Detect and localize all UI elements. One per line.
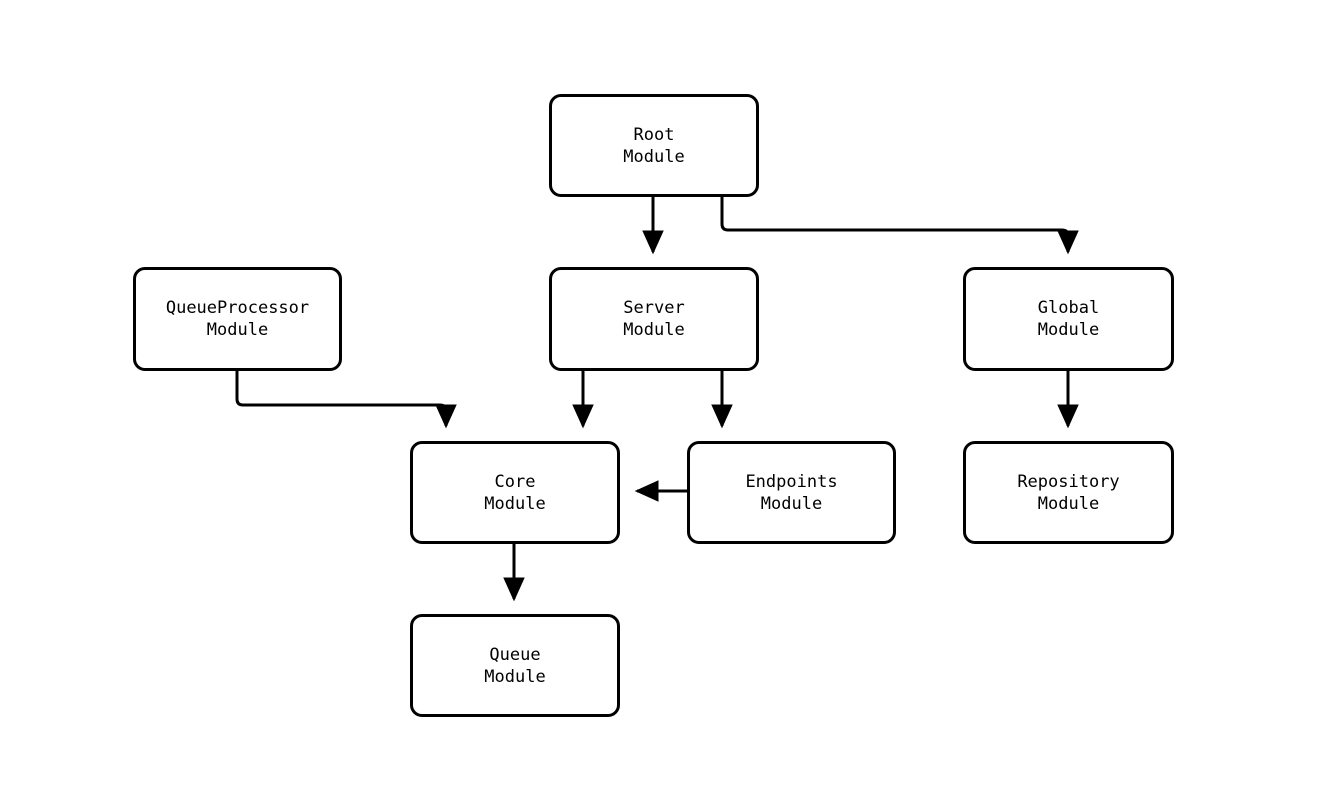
queueprocessor-module-label-line2: Module	[206, 320, 269, 340]
root-module-label-line2: Module	[623, 146, 685, 167]
queue-module-label-line1: Queue	[489, 644, 541, 665]
endpoints-module-node[interactable]: Endpoints Module	[687, 441, 896, 544]
global-module-label-line1: Global	[1037, 298, 1100, 318]
edge-queueprocessor-to-core	[235, 371, 457, 429]
queue-module-label-line2: Module	[484, 666, 546, 687]
repository-module-label-line2: Module	[1037, 493, 1100, 514]
core-module-node[interactable]: Core Module	[410, 441, 620, 544]
server-module-label-line2: Module	[623, 320, 685, 340]
root-module-node[interactable]: Root Module	[549, 94, 759, 197]
server-module-node[interactable]: Server Module	[549, 267, 759, 371]
endpoints-module-label-line2: Module	[760, 493, 823, 514]
server-module-label-line1: Server	[623, 298, 685, 318]
queueprocessor-module-node[interactable]: QueueProcessor Module	[133, 267, 342, 371]
global-module-label-line2: Module	[1037, 320, 1100, 340]
core-module-label-line1: Core	[494, 471, 536, 492]
queue-module-node[interactable]: Queue Module	[410, 614, 620, 717]
endpoints-module-label-line1: Endpoints	[745, 471, 838, 492]
edge-root-to-global	[720, 196, 1079, 255]
repository-module-label-line1: Repository	[1017, 471, 1120, 492]
queueprocessor-module-label-line1: QueueProcessor	[165, 298, 310, 318]
global-module-node[interactable]: Global Module	[963, 267, 1174, 371]
core-module-label-line2: Module	[484, 493, 546, 514]
root-module-label-line1: Root	[633, 124, 675, 145]
repository-module-node[interactable]: Repository Module	[963, 441, 1174, 544]
